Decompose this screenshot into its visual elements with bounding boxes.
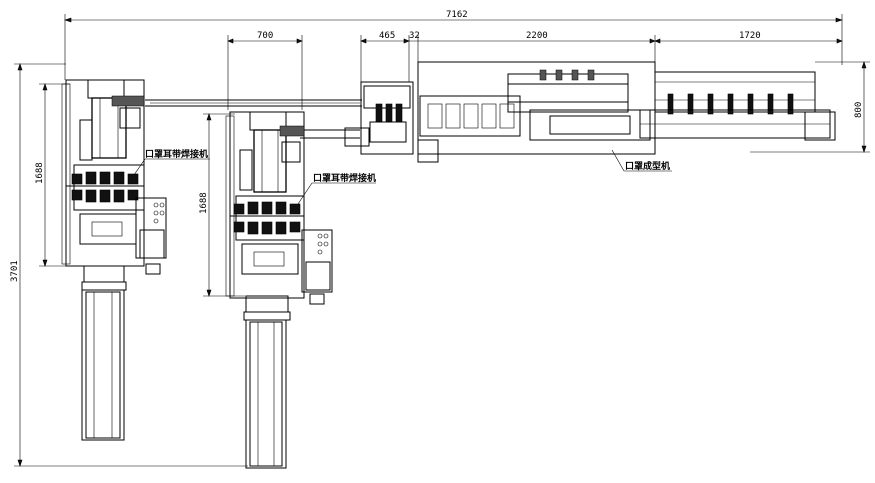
main-conveyor <box>145 99 362 139</box>
label-welder-2: 口罩耳带焊接机 <box>313 172 376 184</box>
dim-800: 800 <box>854 102 864 118</box>
dim-465: 465 <box>379 31 395 41</box>
dim-3701: 3701 <box>10 260 20 282</box>
label-forming-machine: 口罩成型机 <box>625 160 670 172</box>
dim-1720: 1720 <box>739 31 761 41</box>
leader-lines <box>133 149 672 205</box>
dim-1688-mid: 1688 <box>199 192 209 214</box>
middle-welding-machine <box>225 111 333 469</box>
dim-700: 700 <box>257 31 273 41</box>
dimension-texts: 7162 700 465 32 2200 1720 800 1688 1688 … <box>10 10 864 282</box>
dim-1688-left: 1688 <box>35 162 45 184</box>
left-welding-machine <box>61 79 167 441</box>
output-conveyor <box>639 71 836 141</box>
forming-machine <box>417 61 656 163</box>
transfer-section <box>344 81 414 155</box>
dim-overall-width: 7162 <box>446 10 468 20</box>
dim-2200: 2200 <box>526 31 548 41</box>
label-welder-1: 口罩耳带焊接机 <box>145 148 208 160</box>
dim-32: 32 <box>409 31 420 41</box>
